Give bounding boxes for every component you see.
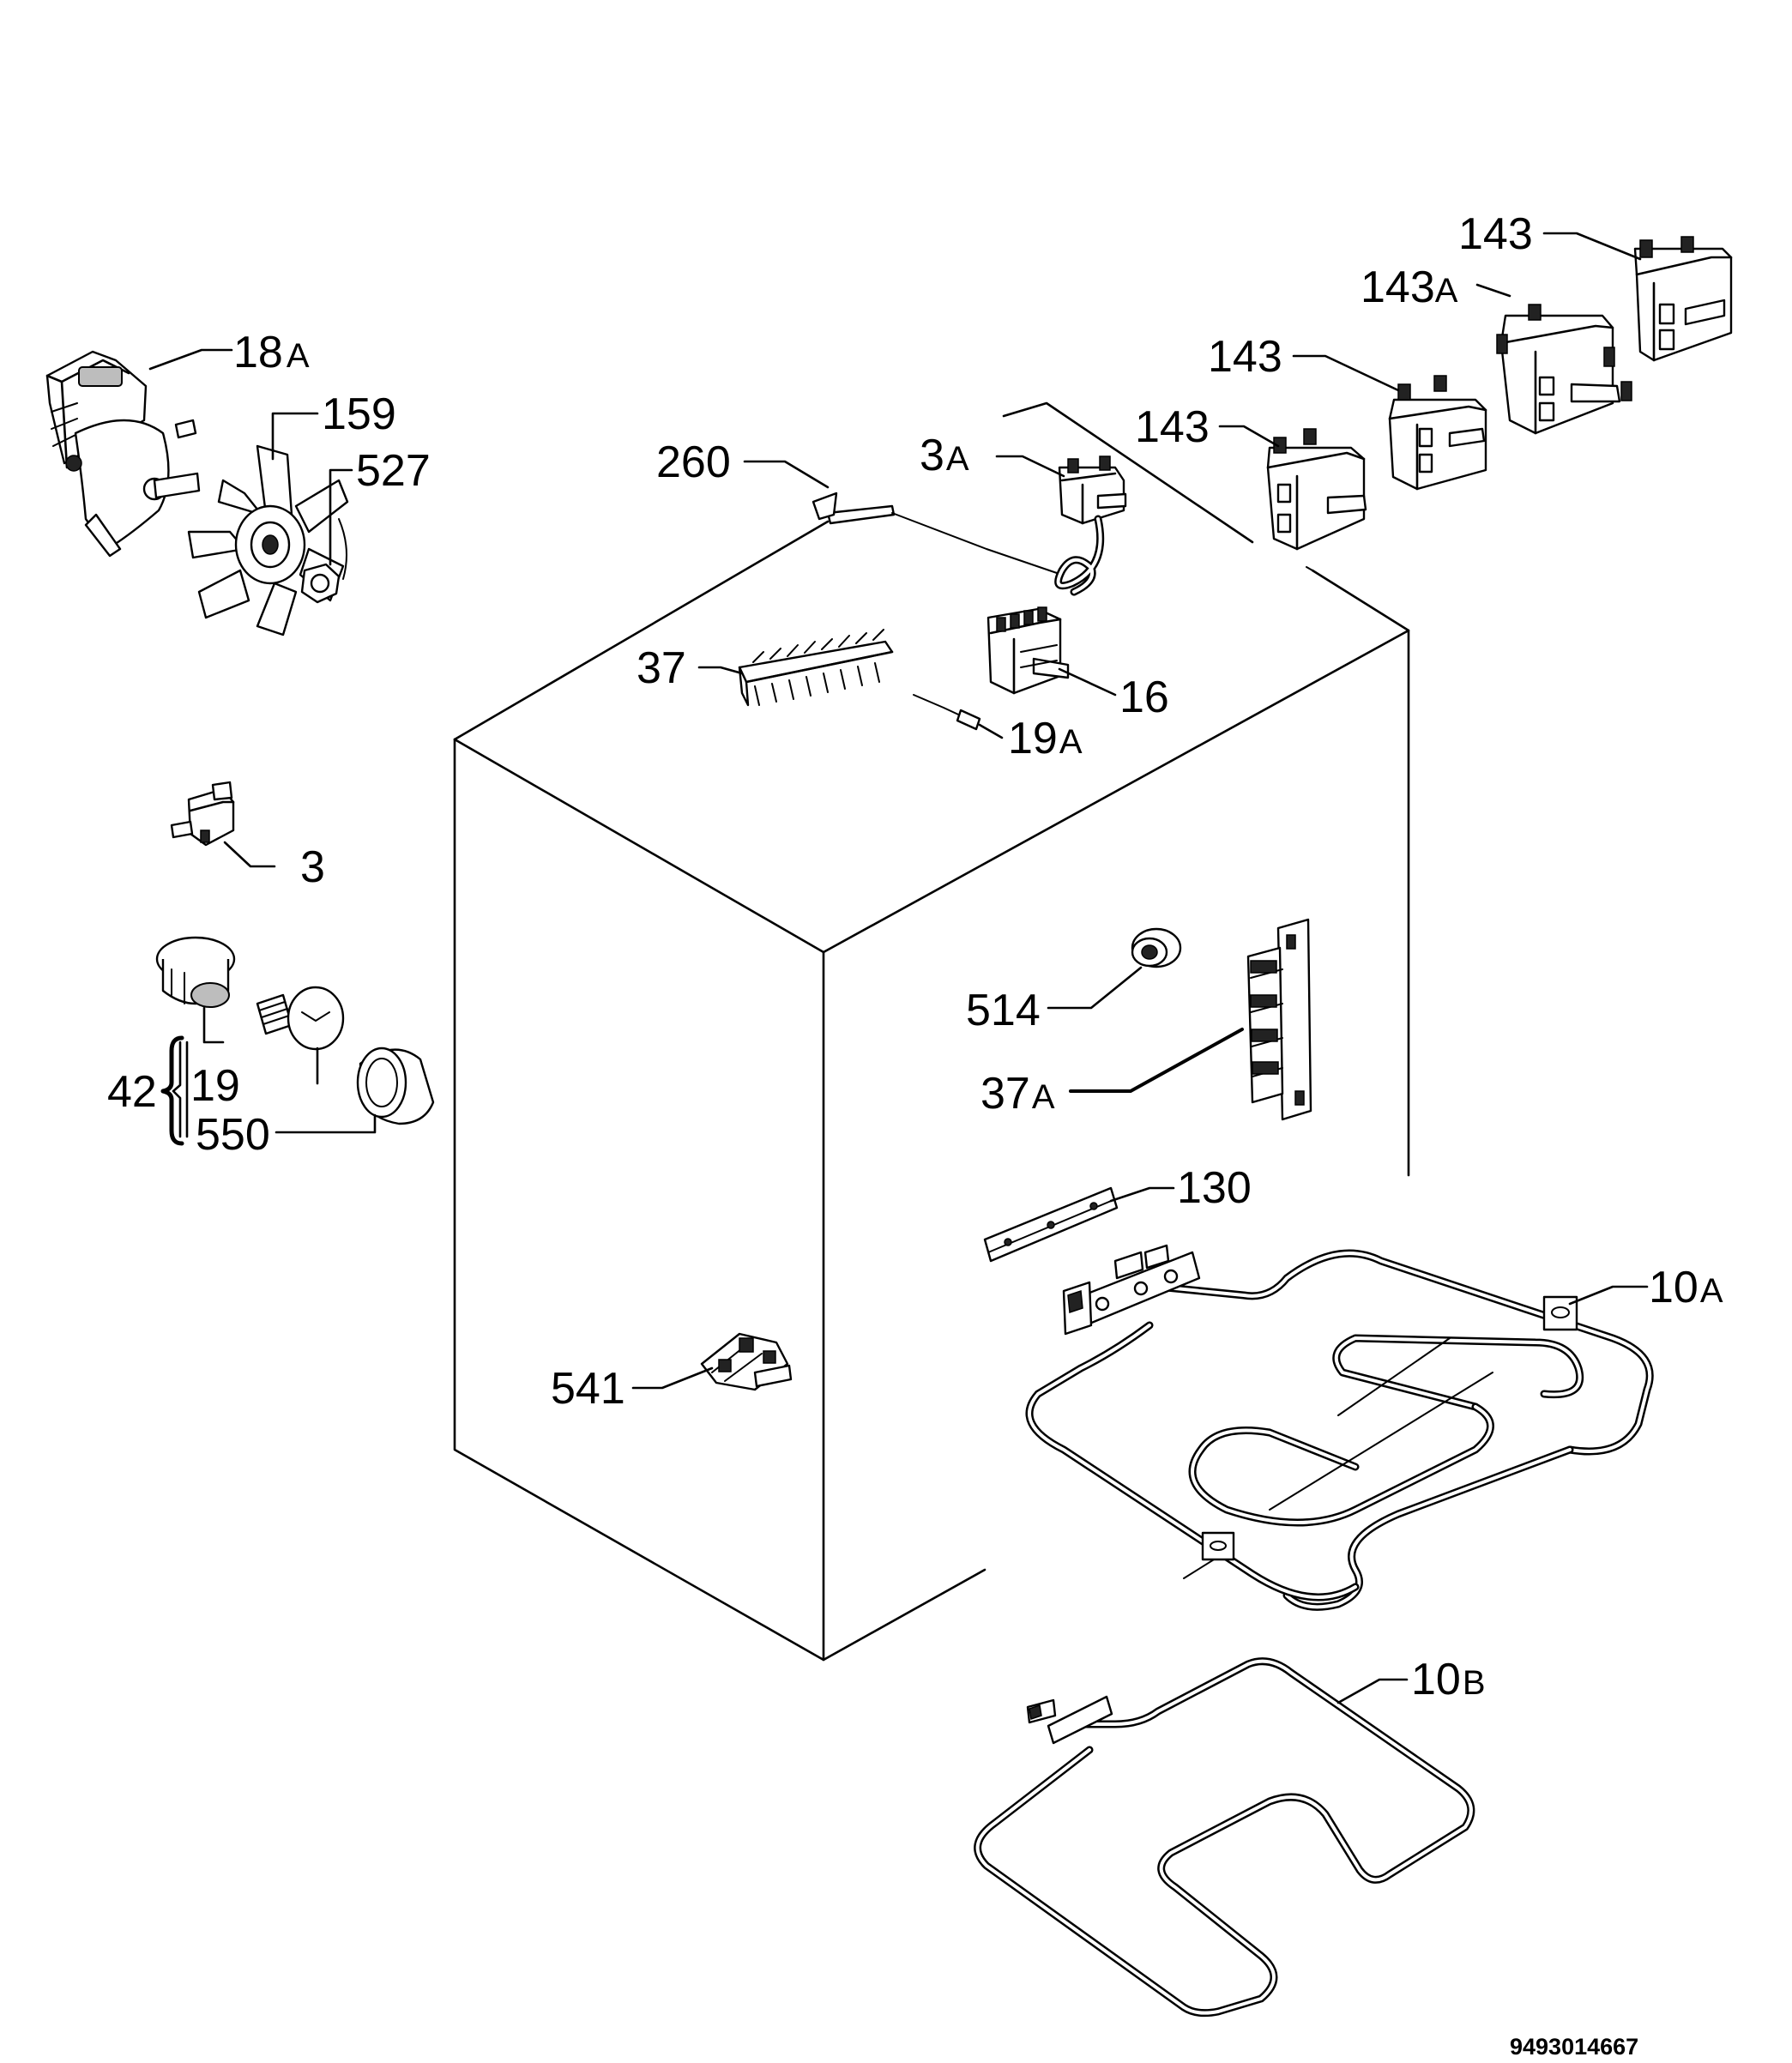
callout-143-left: 143 [1135,402,1210,452]
bracket-42 [172,1041,189,1138]
callout-143-top: 143 [1458,209,1533,259]
oven-cavity-box [453,520,1410,1662]
callout-19a: 19A [1008,714,1083,763]
grill-element-10a[interactable] [1025,1244,1654,1611]
callout-260: 260 [656,437,731,487]
leader-lines [148,232,1649,1704]
thermal-fuse-19a[interactable] [913,694,981,731]
callout-42-brace [160,1035,184,1146]
callout-143a: 143A [1361,262,1458,312]
callout-10b: 10B [1411,1655,1486,1704]
callout-3: 3 [300,842,325,892]
callout-3a: 3A [920,431,969,480]
fan-motor-18a[interactable] [45,350,201,558]
callout-130: 130 [1177,1163,1252,1213]
document-number: 9493014667 [1510,2034,1638,2059]
callout-541: 541 [551,1364,625,1414]
lamp-holder[interactable] [155,936,236,1008]
callout-159: 159 [322,389,396,439]
rotary-switch-143-left[interactable] [1266,428,1367,551]
callout-143-mid: 143 [1208,332,1282,382]
fan-blade-159[interactable] [187,444,349,636]
mounting-plate-130[interactable] [983,1186,1119,1263]
safety-thermostat-3[interactable] [170,781,235,847]
bottom-element-10b[interactable] [974,1657,1475,2018]
callout-16: 16 [1119,673,1169,722]
lamp-bulb-19[interactable] [256,986,345,1051]
callout-514: 514 [966,986,1041,1035]
callout-10a: 10A [1649,1263,1723,1312]
lamp-cover-550[interactable] [356,1047,435,1125]
connector-541[interactable] [700,1332,793,1391]
callout-37: 37 [637,643,686,693]
callout-550: 550 [196,1110,270,1160]
selector-switch-16[interactable] [987,606,1070,695]
callout-42: 42 [107,1067,157,1117]
fan-nut-527[interactable] [300,518,347,604]
rotary-switch-143-mid[interactable] [1388,375,1487,491]
callout-37a: 37A [980,1069,1055,1119]
thermostat-3a[interactable] [1054,455,1127,596]
rotary-switch-143-top[interactable] [1633,236,1733,362]
terminal-block-37a[interactable] [1246,918,1312,1121]
callout-527: 527 [356,446,431,496]
grommet-514[interactable] [1131,927,1182,968]
temperature-probe-260[interactable] [812,492,1058,574]
rotary-switch-143a[interactable] [1496,304,1632,435]
callout-19: 19 [190,1061,240,1111]
terminal-block-37[interactable] [738,629,894,707]
